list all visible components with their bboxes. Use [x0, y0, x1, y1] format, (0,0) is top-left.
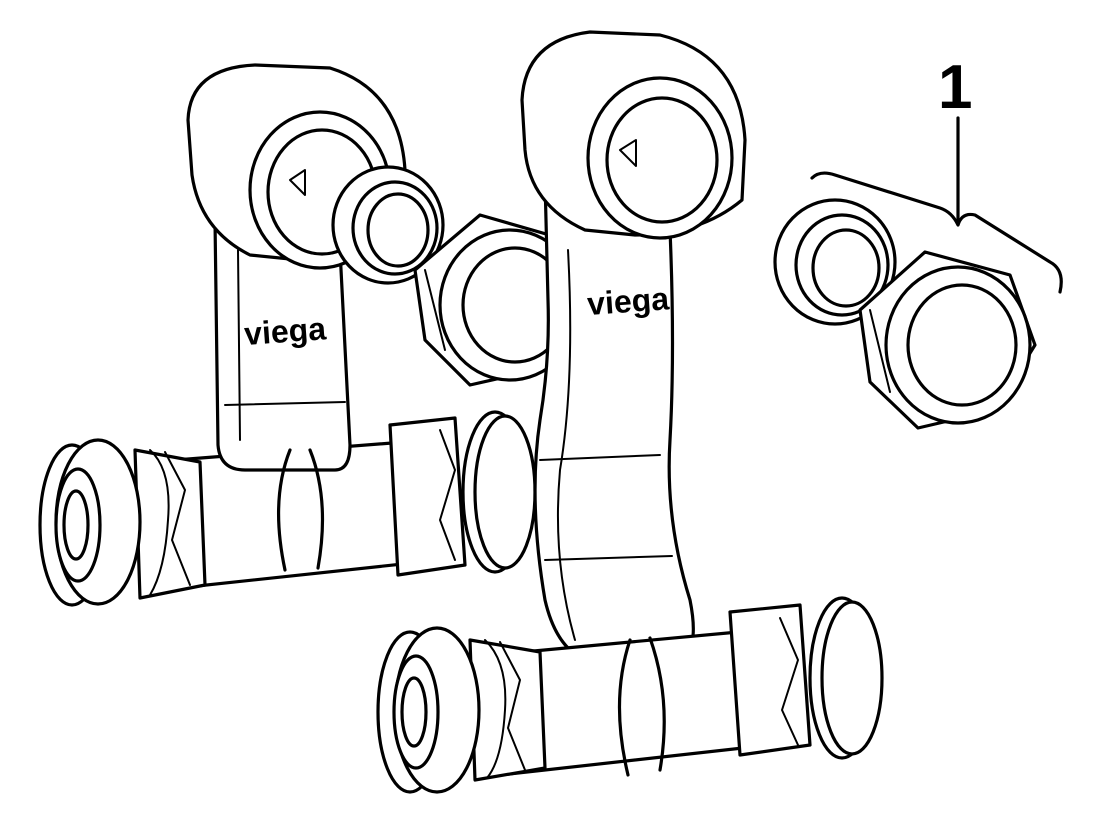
rear-socket-tab	[289, 169, 306, 196]
rear-left-press-end	[38, 438, 207, 607]
front-brand-label: viega	[586, 280, 670, 322]
rear-stem-edge	[237, 249, 241, 441]
loose-union-nut	[413, 213, 587, 387]
front-left-press-end	[376, 626, 547, 794]
rear-stem	[213, 218, 352, 472]
rear-stem-seam	[224, 401, 346, 406]
front-fitting	[376, 30, 884, 794]
spare-olive-ring	[773, 198, 897, 326]
front-stem-seam-1	[539, 454, 661, 461]
front-stem-seam-2	[544, 555, 673, 561]
callout-bracket	[810, 171, 1063, 294]
rear-saddle	[276, 448, 325, 572]
rear-brand-label: viega	[243, 310, 327, 352]
front-stem-edge	[556, 249, 576, 641]
loose-olive-ring	[331, 165, 445, 285]
spare-parts-set	[773, 198, 1037, 430]
front-right-press-end	[728, 596, 884, 760]
front-saddle	[617, 636, 666, 777]
rear-right-press-end	[388, 410, 537, 577]
front-stem	[533, 178, 695, 667]
front-socket-tab	[619, 139, 637, 167]
spare-union-nut	[858, 250, 1037, 430]
front-socket-inner	[605, 96, 719, 224]
callout-label: 1	[938, 53, 972, 122]
